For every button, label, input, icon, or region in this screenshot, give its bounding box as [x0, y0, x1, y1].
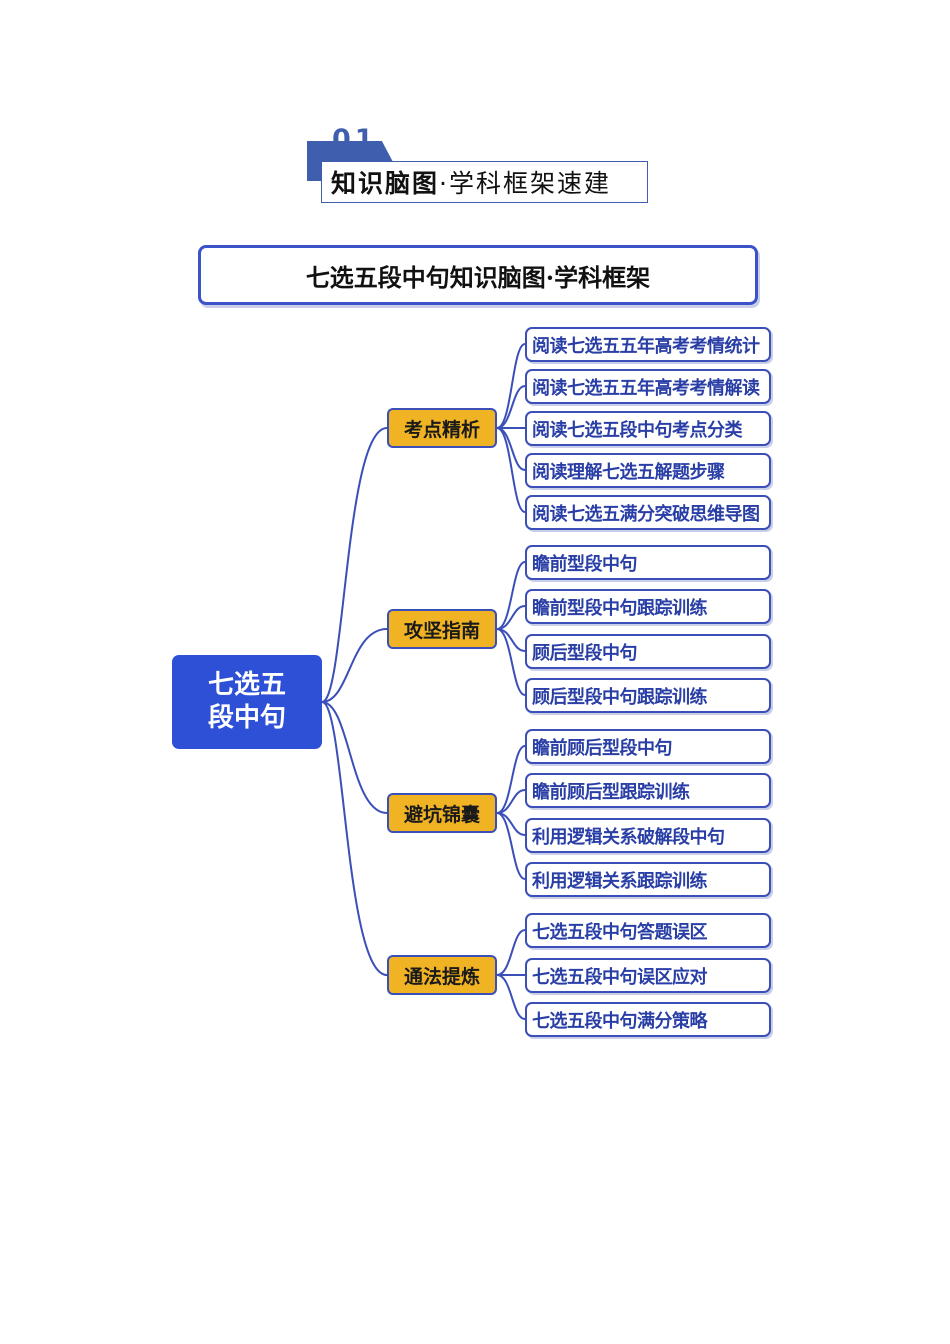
branch2-connector-1	[496, 561, 526, 630]
branch3-connector-1	[496, 745, 526, 814]
leaf-node: 利用逻辑关系跟踪训练	[525, 862, 771, 897]
leaf-node: 利用逻辑关系破解段中句	[525, 818, 771, 853]
branch-node-kaodian: 考点精析	[387, 408, 497, 448]
leaf-node: 七选五段中句答题误区	[525, 913, 771, 948]
branch3-connector-2	[496, 789, 526, 814]
section-label-bold: 知识脑图	[331, 169, 440, 198]
branch1-connector-1	[496, 343, 526, 429]
leaf-node: 瞻前型段中句	[525, 545, 771, 580]
root-connector-3	[321, 701, 388, 814]
leaf-node: 阅读七选五满分突破思维导图	[525, 495, 771, 530]
branch-node-tongfa: 通法提炼	[387, 955, 497, 995]
leaf-node: 顾后型段中句	[525, 634, 771, 669]
leaf-node: 七选五段中句误区应对	[525, 958, 771, 993]
branch-node-gongjian: 攻坚指南	[387, 609, 497, 649]
leaf-node: 阅读理解七选五解题步骤	[525, 453, 771, 488]
leaf-node: 瞻前顾后型跟踪训练	[525, 773, 771, 808]
root-label: 七选五段中句	[207, 670, 286, 733]
section-label-rest: ·学科框架速建	[439, 169, 611, 198]
branch1-connector-5	[496, 427, 526, 513]
branch-node-bikeng: 避坑锦囊	[387, 793, 497, 833]
branch1-connector-2	[496, 385, 526, 429]
branch4-connector-1	[496, 929, 526, 976]
section-number: 01	[332, 124, 378, 155]
branch4-connector-3	[496, 974, 526, 1020]
root-connector-4	[321, 701, 388, 976]
branch2-connector-2	[496, 605, 526, 630]
leaf-node: 瞻前型段中句跟踪训练	[525, 589, 771, 624]
leaf-node: 阅读七选五段中句考点分类	[525, 411, 771, 446]
leaf-node: 阅读七选五五年高考考情统计	[525, 327, 771, 362]
root-connector-1	[321, 427, 388, 703]
leaf-node: 顾后型段中句跟踪训练	[525, 678, 771, 713]
leaf-node: 瞻前顾后型段中句	[525, 729, 771, 764]
mindmap-title: 七选五段中句知识脑图·学科框架	[198, 245, 758, 305]
root-connector-2	[321, 628, 388, 703]
section-label: 知识脑图·学科框架速建	[321, 161, 648, 203]
leaf-node: 阅读七选五五年高考考情解读	[525, 369, 771, 404]
leaf-node: 七选五段中句满分策略	[525, 1002, 771, 1037]
branch2-connector-4	[496, 628, 526, 696]
branch3-connector-4	[496, 812, 526, 880]
root-node: 七选五段中句	[172, 655, 322, 749]
